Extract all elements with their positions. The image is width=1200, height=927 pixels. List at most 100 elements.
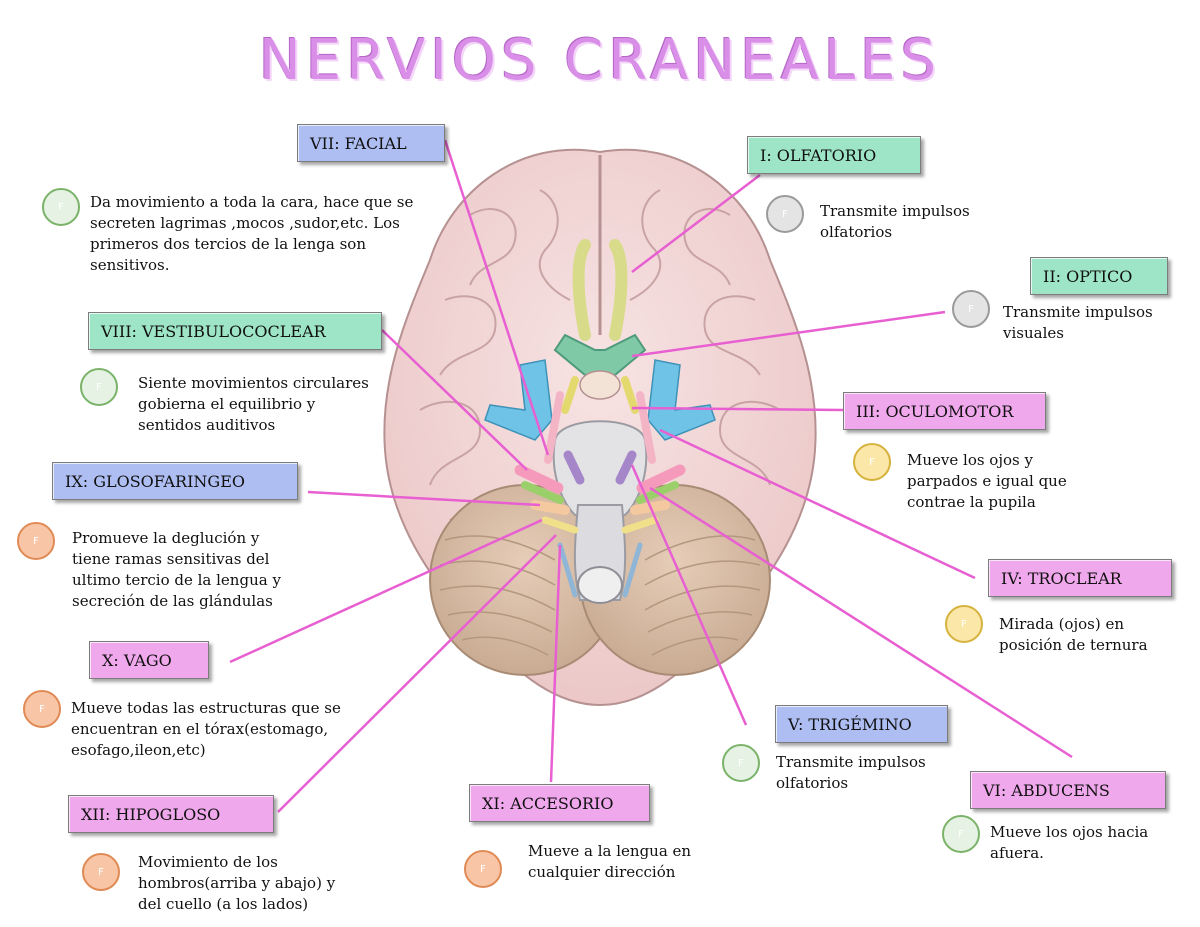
f-icon-optico: F — [952, 290, 990, 328]
desc-optico-line: Transmite impulsos — [1003, 303, 1153, 321]
desc-abducens-line: Mueve los ojos hacia — [990, 823, 1149, 841]
label-olfatorio-text: I: OLFATORIO — [760, 145, 877, 165]
connector-lines — [229, 139, 1073, 813]
connector-troclear — [659, 428, 976, 580]
desc-glosofaringeo-line: secreción de las glándulas — [72, 592, 273, 610]
f-icon-accesorio-letter: F — [480, 863, 486, 875]
label-troclear-text: IV: TROCLEAR — [1001, 568, 1122, 588]
desc-abducens: Mueve los ojos hacia afuera. — [990, 822, 1148, 864]
desc-vestibulococlear-line: Siente movimientos circulares — [138, 374, 369, 392]
label-vestibulococlear-text: VIII: VESTIBULOCOCLEAR — [101, 321, 326, 341]
desc-hipogloso: Movimiento de los hombros(arriba y abajo… — [138, 852, 335, 915]
desc-vestibulococlear: Siente movimientos circulares gobierna e… — [138, 373, 369, 436]
f-icon-vago-letter: F — [39, 703, 45, 715]
desc-olfatorio-line: Transmite impulsos — [820, 202, 970, 220]
desc-olfatorio: Transmite impulsos olfatorios — [820, 201, 970, 243]
desc-oculomotor: Mueve los ojos y parpados e igual que co… — [907, 450, 1067, 513]
label-vestibulococlear: VIII: VESTIBULOCOCLEAR — [88, 312, 382, 350]
label-hipogloso-text: XII: HIPOGLOSO — [81, 804, 221, 824]
desc-facial-line: secreten lagrimas ,mocos ,sudor,etc. Los — [90, 214, 400, 232]
desc-troclear-line: Mirada (ojos) en — [999, 615, 1125, 633]
desc-facial: Da movimiento a toda la cara, hace que s… — [90, 192, 413, 276]
f-icon-facial-letter: F — [58, 201, 64, 213]
label-oculomotor-text: III: OCULOMOTOR — [856, 401, 1014, 421]
f-icon-optico-letter: F — [968, 303, 974, 315]
f-icon-trigemino-letter: F — [738, 757, 744, 769]
desc-vago-line: encuentran en el tórax(estomago, — [71, 720, 329, 738]
desc-glosofaringeo: Promueve la deglución y tiene ramas sens… — [72, 528, 281, 612]
label-oculomotor: III: OCULOMOTOR — [843, 392, 1046, 430]
desc-oculomotor-line: Mueve los ojos y — [907, 451, 1033, 469]
label-olfatorio: I: OLFATORIO — [747, 136, 921, 174]
connector-facial — [443, 139, 550, 456]
label-accesorio: XI: ACCESORIO — [469, 784, 650, 822]
desc-accesorio: Mueve a la lengua en cualquier dirección — [528, 841, 691, 883]
f-icon-olfatorio: F — [766, 195, 804, 233]
f-icon-glosofaringeo: F — [17, 522, 55, 560]
label-optico: II: OPTICO — [1030, 257, 1168, 295]
f-icon-troclear-letter: F — [961, 618, 967, 630]
label-hipogloso: XII: HIPOGLOSO — [68, 795, 274, 833]
hypophysis — [579, 370, 621, 400]
desc-vestibulococlear-line: sentidos auditivos — [138, 416, 276, 434]
f-icon-olfatorio-letter: F — [782, 208, 788, 220]
connector-accesorio — [549, 544, 562, 783]
desc-olfatorio-line: olfatorios — [820, 223, 893, 241]
desc-oculomotor-line: contrae la pupila — [907, 493, 1036, 511]
f-icon-troclear: F — [945, 605, 983, 643]
connector-olfatorio — [631, 174, 761, 273]
desc-hipogloso-line: Movimiento de los — [138, 853, 278, 871]
label-troclear: IV: TROCLEAR — [988, 559, 1172, 597]
desc-abducens-line: afuera. — [990, 844, 1044, 862]
desc-facial-line: Da movimiento a toda la cara, hace que s… — [90, 193, 414, 211]
desc-glosofaringeo-line: tiene ramas sensitivas del — [72, 550, 270, 568]
desc-vago: Mueve todas las estructuras que se encue… — [71, 698, 341, 761]
f-icon-hipogloso: F — [82, 853, 120, 891]
desc-optico: Transmite impulsos visuales — [1003, 302, 1153, 344]
desc-hipogloso-line: hombros(arriba y abajo) y — [138, 874, 336, 892]
label-facial-text: VII: FACIAL — [310, 133, 407, 153]
connector-abducens — [649, 486, 1073, 759]
desc-troclear-line: posición de ternura — [999, 636, 1148, 654]
desc-facial-line: primeros dos tercios de la lenga son — [90, 235, 366, 253]
desc-hipogloso-line: del cuello (a los lados) — [138, 895, 309, 913]
desc-accesorio-line: Mueve a la lengua en — [528, 842, 692, 860]
connector-hipogloso — [277, 534, 557, 813]
f-icon-abducens: F — [942, 815, 980, 853]
desc-vestibulococlear-line: gobierna el equilibrio y — [138, 395, 316, 413]
desc-glosofaringeo-line: Promueve la deglución y — [72, 529, 260, 547]
label-trigemino-text: V: TRIGÉMINO — [788, 714, 912, 734]
connector-vestibulococlear — [381, 329, 528, 471]
f-icon-facial: F — [42, 188, 80, 226]
connector-trigemino — [630, 464, 748, 726]
connector-optico — [631, 310, 946, 358]
desc-optico-line: visuales — [1003, 324, 1064, 342]
f-icon-oculomotor: F — [853, 443, 891, 481]
desc-vago-line: Mueve todas las estructuras que se — [71, 699, 341, 717]
olfactory-tract-right — [609, 239, 628, 341]
f-icon-vago: F — [23, 690, 61, 728]
desc-trigemino: Transmite impulsos olfatorios — [776, 752, 926, 794]
f-icon-glosofaringeo-letter: F — [33, 535, 39, 547]
desc-trigemino-line: olfatorios — [776, 774, 849, 792]
label-glosofaringeo: IX: GLOSOFARINGEO — [52, 462, 298, 500]
desc-trigemino-line: Transmite impulsos — [776, 753, 926, 771]
f-icon-accesorio: F — [464, 850, 502, 888]
desc-oculomotor-line: parpados e igual que — [907, 472, 1067, 490]
f-icon-oculomotor-letter: F — [869, 456, 875, 468]
label-facial: VII: FACIAL — [297, 124, 445, 162]
label-trigemino: V: TRIGÉMINO — [775, 705, 948, 743]
connector-oculomotor — [631, 406, 844, 412]
label-glosofaringeo-text: IX: GLOSOFARINGEO — [65, 471, 245, 491]
f-icon-trigemino: F — [722, 744, 760, 782]
connector-glosofaringeo — [307, 490, 541, 507]
label-abducens-text: VI: ABDUCENS — [983, 780, 1110, 800]
label-vago-text: X: VAGO — [102, 650, 172, 670]
label-vago: X: VAGO — [89, 641, 209, 679]
connector-vago — [229, 518, 543, 664]
spinal-cord — [577, 566, 623, 604]
f-icon-vestibulococlear: F — [80, 368, 118, 406]
page-title: NERVIOS CRANEALES — [258, 28, 942, 93]
label-accesorio-text: XI: ACCESORIO — [482, 793, 614, 813]
